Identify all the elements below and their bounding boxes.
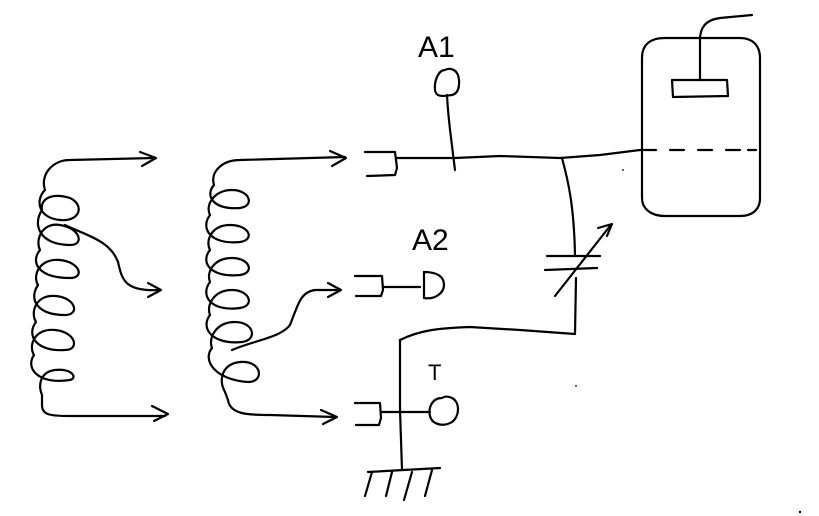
return-wire — [398, 276, 578, 342]
primary-arrow-middle — [146, 281, 163, 299]
tube-envelope — [640, 36, 762, 218]
secondary-coil-winding — [205, 155, 347, 419]
primary-coil-winding — [30, 156, 167, 418]
tube-plate — [670, 78, 730, 99]
label-a2: A2 — [412, 224, 449, 257]
connector-middle — [353, 274, 385, 298]
primary-arrow-top — [138, 150, 158, 168]
secondary-arrow-bottom — [319, 408, 339, 426]
ground-symbol — [363, 466, 442, 502]
secondary-tap-lead — [230, 288, 342, 352]
primary-coil — [30, 150, 170, 423]
label-t: T — [428, 360, 441, 385]
vacuum-tube — [638, 13, 762, 218]
secondary-arrow-top — [328, 149, 348, 168]
tube-plate-lead — [698, 13, 754, 82]
variable-capacitor — [543, 222, 614, 298]
stray-dot-3 — [798, 510, 802, 514]
capacitor-upper-lead — [560, 156, 577, 257]
secondary-arrow-middle — [326, 281, 343, 299]
label-a1: A1 — [418, 31, 455, 64]
stray-dot-1 — [575, 385, 577, 387]
primary-arrow-bottom — [150, 404, 170, 423]
t-probe — [379, 395, 460, 426]
a1-probe — [433, 67, 461, 172]
stray-dot-2 — [622, 169, 624, 171]
a2-probe — [381, 270, 446, 300]
connector-top — [363, 150, 399, 178]
connector-bottom — [353, 401, 383, 427]
ground-lead — [398, 338, 404, 472]
top-wire — [395, 148, 642, 160]
primary-tap-lead — [63, 223, 162, 292]
secondary-coil — [205, 149, 348, 426]
